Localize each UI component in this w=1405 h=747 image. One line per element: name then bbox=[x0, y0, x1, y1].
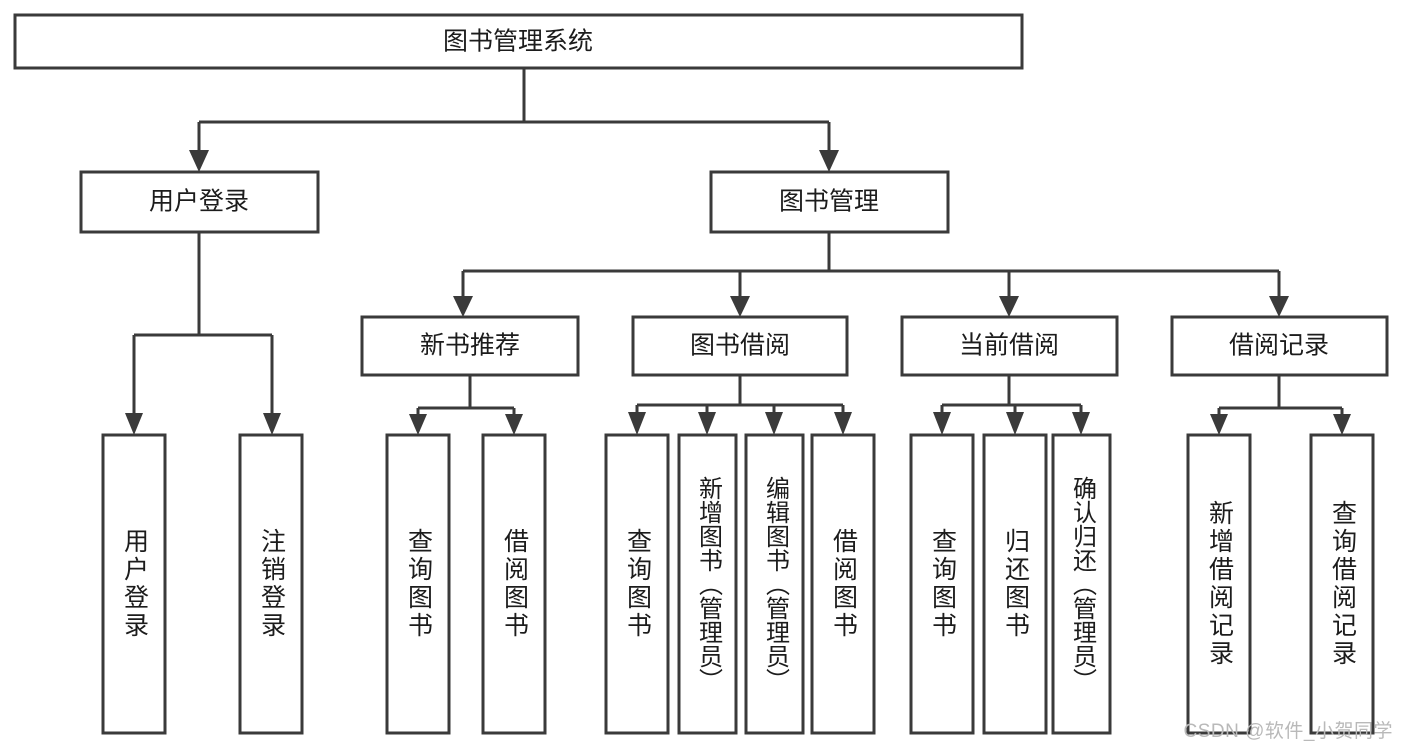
node-leaf-confirm-return-box[interactable] bbox=[1051, 433, 1112, 735]
node-root[interactable]: 图书管理系统 bbox=[13, 13, 1024, 70]
arrow-head-leaf-return-book bbox=[1006, 412, 1024, 435]
node-current-borrow-label: 当前借阅 bbox=[959, 332, 1059, 360]
arrow-head-leaf-query-book-3 bbox=[933, 412, 951, 435]
arrow-head-book-manage bbox=[819, 150, 839, 172]
arrow-head-leaf-borrow-book-1 bbox=[505, 414, 523, 435]
node-book-borrow[interactable]: 图书借阅 bbox=[631, 315, 849, 377]
node-leaf-query-book-3-box[interactable] bbox=[909, 433, 975, 735]
node-borrow-record[interactable]: 借阅记录 bbox=[1170, 315, 1389, 377]
connector-group-current-borrow bbox=[933, 375, 1090, 435]
node-leaf-user-login-box[interactable] bbox=[101, 433, 167, 735]
arrow-head-leaf-query-book-1 bbox=[409, 414, 427, 435]
connector-group-root bbox=[189, 68, 839, 172]
arrow-head-leaf-user-login bbox=[125, 413, 143, 435]
connector-group-new-book-rec bbox=[409, 375, 523, 435]
node-leaf-query-record-box[interactable] bbox=[1309, 433, 1375, 735]
node-new-book-rec-label: 新书推荐 bbox=[420, 332, 520, 360]
node-book-manage-label: 图书管理 bbox=[779, 188, 879, 216]
connector-group-book-manage bbox=[453, 232, 1289, 317]
node-borrow-record-box[interactable] bbox=[1170, 315, 1389, 377]
arrow-head-leaf-borrow-book-2 bbox=[834, 412, 852, 435]
arrow-head-leaf-add-book bbox=[698, 412, 716, 435]
node-book-manage-box[interactable] bbox=[709, 170, 950, 234]
node-leaf-return-book-box[interactable] bbox=[982, 433, 1048, 735]
arrow-head-leaf-query-record bbox=[1333, 414, 1351, 435]
node-leaf-add-book-box[interactable] bbox=[677, 433, 738, 735]
csdn-watermark: CSDN @软件_小贺同学 bbox=[1183, 721, 1393, 742]
leaf-boxes-group bbox=[101, 433, 1375, 735]
arrow-head-borrow-record bbox=[1269, 296, 1289, 317]
node-leaf-edit-book-box[interactable] bbox=[744, 433, 805, 735]
node-new-book-rec[interactable]: 新书推荐 bbox=[360, 315, 580, 377]
node-user-login-box[interactable] bbox=[79, 170, 320, 234]
arrow-head-current-borrow bbox=[999, 296, 1019, 317]
node-book-borrow-box[interactable] bbox=[631, 315, 849, 377]
node-current-borrow-box[interactable] bbox=[900, 315, 1119, 377]
arrow-head-leaf-logout bbox=[263, 413, 281, 435]
node-leaf-logout-box[interactable] bbox=[238, 433, 304, 735]
arrow-head-leaf-query-book-2 bbox=[628, 412, 646, 435]
connector-group-book-borrow bbox=[628, 375, 852, 435]
node-root-box[interactable] bbox=[13, 13, 1024, 70]
arrow-head-user-login bbox=[189, 150, 209, 172]
node-new-book-rec-box[interactable] bbox=[360, 315, 580, 377]
node-book-manage[interactable]: 图书管理 bbox=[709, 170, 950, 234]
arrow-head-book-borrow bbox=[730, 296, 750, 317]
node-user-login-label: 用户登录 bbox=[149, 188, 249, 216]
node-leaf-query-book-2-box[interactable] bbox=[604, 433, 670, 735]
node-current-borrow[interactable]: 当前借阅 bbox=[900, 315, 1119, 377]
node-book-borrow-label: 图书借阅 bbox=[690, 332, 790, 360]
arrow-head-new-book-rec bbox=[453, 296, 473, 317]
node-leaf-query-book-1-box[interactable] bbox=[385, 433, 451, 735]
node-leaf-add-record-box[interactable] bbox=[1186, 433, 1252, 735]
connector-group-borrow-record bbox=[1210, 375, 1351, 435]
node-leaf-borrow-book-2-box[interactable] bbox=[810, 433, 876, 735]
connector-group-user-login bbox=[125, 232, 281, 435]
node-leaf-borrow-book-1-box[interactable] bbox=[481, 433, 547, 735]
arrow-head-leaf-add-record bbox=[1210, 414, 1228, 435]
node-user-login[interactable]: 用户登录 bbox=[79, 170, 320, 234]
arrow-head-leaf-edit-book bbox=[765, 412, 783, 435]
node-borrow-record-label: 借阅记录 bbox=[1229, 332, 1329, 360]
node-root-label: 图书管理系统 bbox=[443, 28, 593, 56]
arrow-head-leaf-confirm-return bbox=[1072, 412, 1090, 435]
